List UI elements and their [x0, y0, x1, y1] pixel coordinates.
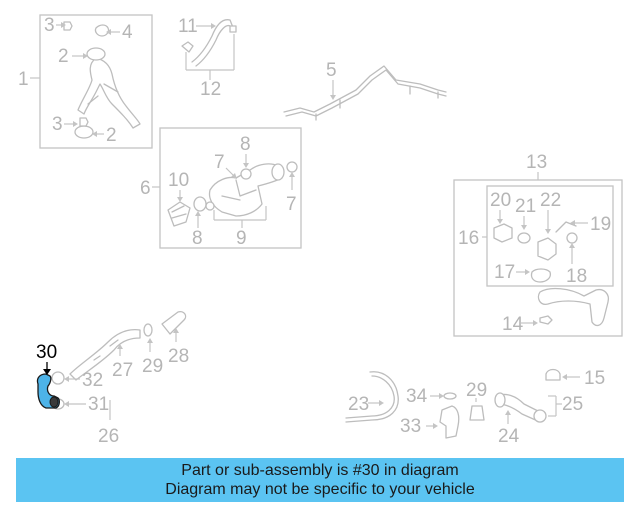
callout-25: 25 — [562, 394, 583, 415]
part-5-pipe: 5 — [283, 60, 447, 121]
group-26: 26 27 29 28 32 31 30 — [36, 310, 189, 447]
callout-27: 27 — [112, 360, 133, 381]
callout-8b: 8 — [192, 228, 203, 249]
callout-13: 13 — [526, 152, 547, 173]
callout-30: 30 — [36, 342, 57, 363]
callout-9: 9 — [236, 228, 247, 249]
callout-29b: 29 — [466, 380, 487, 401]
group-13: 13 16 20 21 22 19 17 18 14 — [453, 152, 623, 337]
callout-24: 24 — [498, 426, 520, 447]
callout-1: 1 — [18, 69, 29, 90]
callout-10: 10 — [168, 170, 189, 191]
callout-6: 6 — [140, 178, 151, 199]
callout-20: 20 — [490, 190, 511, 211]
callout-3b: 3 — [52, 114, 63, 135]
callout-18: 18 — [566, 266, 587, 287]
callout-12: 12 — [200, 79, 221, 100]
callout-8a: 8 — [240, 134, 251, 155]
callout-22: 22 — [540, 190, 561, 211]
callout-32: 32 — [82, 370, 103, 391]
group-23-25: 23 34 33 29 24 25 15 — [345, 368, 605, 447]
banner-line-1: Part or sub-assembly is #30 in diagram — [181, 462, 459, 479]
callout-29a: 29 — [142, 356, 163, 377]
callout-28: 28 — [168, 346, 189, 367]
callout-16: 16 — [458, 228, 479, 249]
callout-14: 14 — [502, 314, 524, 335]
callout-19: 19 — [590, 214, 611, 235]
callout-26: 26 — [98, 426, 119, 447]
group-6: 6 8 7 10 8 9 7 — [140, 127, 302, 249]
banner-line-2: Diagram may not be specific to your vehi… — [165, 481, 475, 498]
callout-3a: 3 — [44, 15, 55, 36]
callout-2b: 2 — [106, 125, 117, 146]
callout-5: 5 — [326, 60, 337, 81]
callout-15: 15 — [584, 368, 605, 389]
callout-34: 34 — [406, 386, 428, 407]
callout-33: 33 — [400, 416, 421, 437]
callout-11: 11 — [178, 16, 198, 37]
callout-21: 21 — [515, 196, 536, 217]
group-12: 11 12 — [178, 16, 237, 100]
callout-31: 31 — [88, 394, 109, 415]
callout-7b: 7 — [286, 194, 297, 215]
callout-23: 23 — [348, 394, 369, 415]
group-1: 1 3 4 2 3 2 — [18, 14, 153, 149]
callout-4: 4 — [122, 22, 133, 43]
callout-7a: 7 — [214, 152, 225, 173]
callout-2a: 2 — [58, 46, 69, 67]
info-banner: Part or sub-assembly is #30 in diagram D… — [16, 458, 624, 502]
callout-17: 17 — [494, 262, 515, 283]
